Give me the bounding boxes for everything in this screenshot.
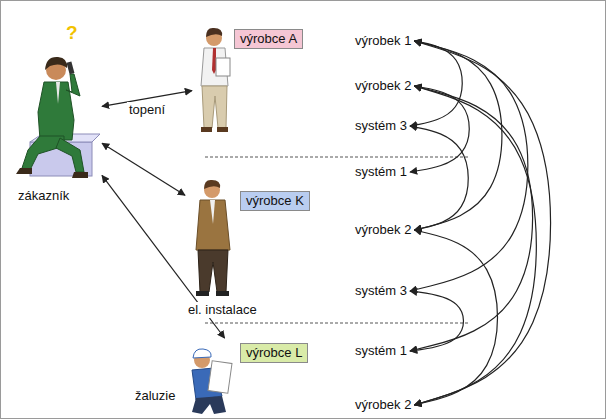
connector-arrow [414, 230, 497, 405]
connector-arrow [102, 143, 185, 195]
connector-arrow [410, 126, 468, 230]
item-label: systém 3 [355, 118, 407, 134]
product-node: výrobek 2 [355, 222, 413, 240]
manufacturer-node: výrobce K [185, 176, 325, 302]
item-label: systém 3 [355, 283, 407, 299]
item-label: výrobek 2 [355, 78, 411, 94]
item-label: výrobek 2 [355, 397, 411, 413]
category-label: el. instalace [186, 302, 259, 318]
manufacturer-tag: výrobce L [240, 343, 308, 363]
manufacturer-node: výrobce L [183, 338, 325, 416]
divider-line [205, 157, 468, 158]
item-label: výrobek 1 [355, 33, 411, 49]
manufacturer-tag: výrobce K [240, 191, 310, 211]
connector-arrow [414, 41, 550, 405]
divider-line [205, 323, 468, 324]
system-node: systém 3 [355, 118, 409, 136]
item-label: výrobek 2 [355, 222, 411, 238]
system-node: systém 1 [355, 343, 409, 361]
manufacturer-figure [196, 180, 230, 296]
customer-label: zákazník [18, 188, 69, 204]
item-label: systém 1 [355, 164, 407, 180]
system-node: systém 1 [355, 164, 409, 182]
manufacturer-node: výrobce A [192, 25, 312, 135]
product-node: výrobek 2 [355, 397, 413, 415]
manufacturer-figure [192, 349, 232, 414]
connector-arrow [410, 86, 533, 351]
item-label: systém 1 [355, 343, 407, 359]
customer-figure [16, 57, 100, 178]
connector-arrow [410, 291, 463, 351]
manufacturer-figure [201, 28, 230, 132]
category-label: žaluzie [133, 388, 177, 404]
product-node: výrobek 2 [355, 78, 413, 96]
connector-arrow [410, 41, 528, 291]
product-node: výrobek 1 [355, 33, 413, 51]
edge-label: topení [127, 102, 167, 118]
system-node: systém 3 [355, 283, 409, 301]
question-mark: ? [66, 22, 78, 44]
connector-arrow [414, 86, 536, 405]
customer-node: ? zákazník [10, 22, 102, 207]
manufacturer-tag: výrobce A [234, 29, 303, 49]
